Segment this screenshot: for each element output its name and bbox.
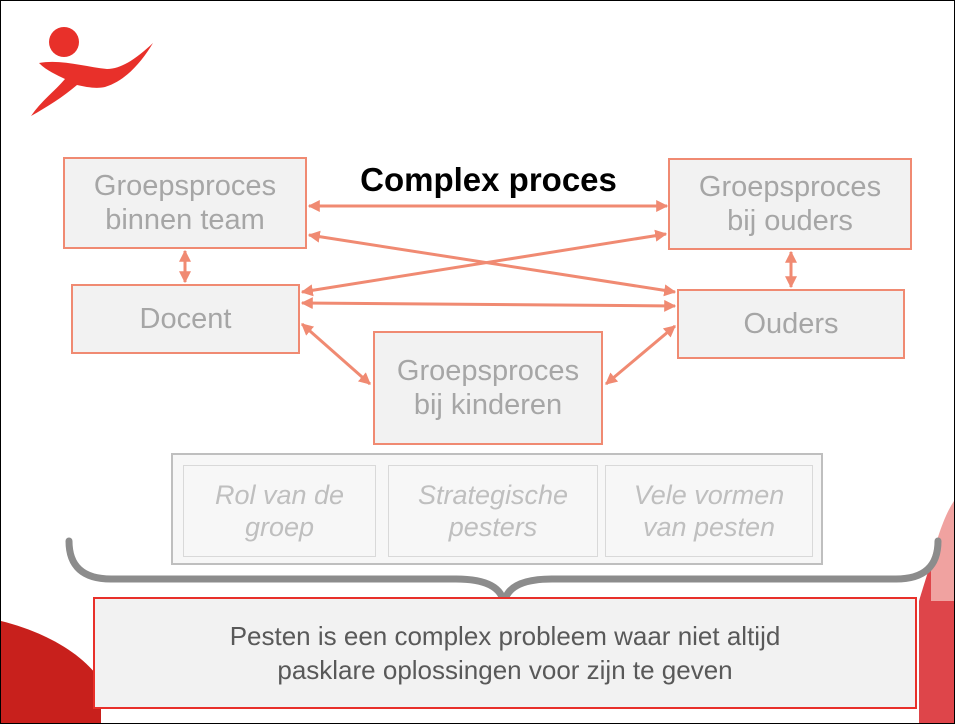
node-team-group-process: Groepsproces binnen team bbox=[63, 157, 307, 249]
node-children-group-process: Groepsproces bij kinderen bbox=[373, 331, 603, 445]
logo-icon bbox=[31, 27, 153, 116]
node-team-label: Groepsproces binnen team bbox=[93, 170, 277, 236]
node-teacher-label: Docent bbox=[139, 303, 232, 335]
conclusion-text: Pesten is een complex probleem waar niet… bbox=[229, 621, 781, 685]
conclusion-box: Pesten is een complex probleem waar niet… bbox=[93, 597, 917, 709]
arrow-teacher-children bbox=[301, 322, 371, 386]
diagram-title: Complex proces bbox=[360, 161, 617, 198]
factor-group-role: Rol van de groep bbox=[183, 465, 376, 557]
node-parents: Ouders bbox=[677, 289, 905, 359]
node-teacher: Docent bbox=[71, 284, 300, 354]
factor-many-forms: Vele vormen van pesten bbox=[605, 465, 813, 557]
red-sweep-left bbox=[1, 621, 101, 723]
factors-group: Rol van de groep Strategische pesters Ve… bbox=[171, 453, 823, 565]
node-parents-label: Ouders bbox=[743, 308, 839, 340]
arrow-parents-children bbox=[605, 324, 676, 386]
red-sweep-right-light bbox=[931, 501, 954, 601]
node-parents-group-label: Groepsproces bij ouders bbox=[698, 171, 882, 237]
node-parents-group-process: Groepsproces bij ouders bbox=[668, 158, 912, 250]
node-children-label: Groepsproces bij kinderen bbox=[396, 355, 580, 421]
arrow-teacher-parents bbox=[300, 297, 677, 312]
factor-strategic-bullies: Strategische pesters bbox=[388, 465, 598, 557]
arrow-teacher-parentsgroup bbox=[300, 229, 668, 297]
